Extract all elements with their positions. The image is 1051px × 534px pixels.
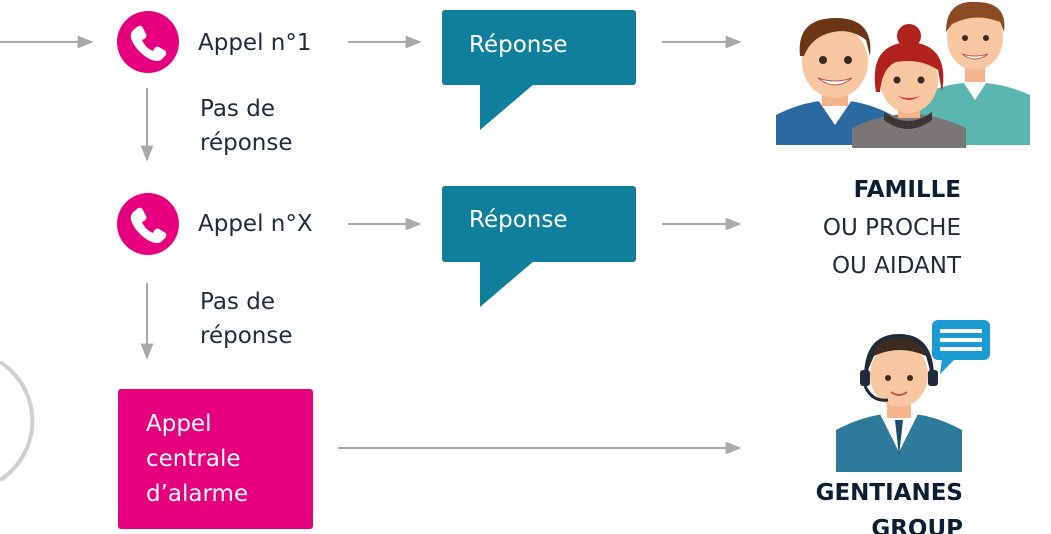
call-x-label: Appel n°X bbox=[198, 211, 313, 237]
phone-icon bbox=[117, 193, 179, 255]
response-bubble-1 bbox=[442, 10, 636, 130]
no-response-x-line2: réponse bbox=[200, 323, 293, 349]
call-1-label: Appel n°1 bbox=[198, 30, 312, 56]
operator-title-line2: GROUP bbox=[871, 516, 963, 534]
phone-icon bbox=[117, 11, 179, 73]
alarm-center-box: Appel centrale d’alarme bbox=[118, 389, 313, 529]
alarm-center-label: Appel centrale d’alarme bbox=[146, 411, 249, 507]
no-response-1-line1: Pas de bbox=[200, 96, 275, 122]
family-line2: OU PROCHE bbox=[822, 215, 961, 241]
operator-title-clip: GROUP bbox=[760, 512, 963, 534]
operator-title-line1: GENTIANES bbox=[815, 480, 963, 506]
response-1-label: Réponse bbox=[469, 32, 568, 58]
family-line3: OU AIDANT bbox=[831, 253, 961, 279]
edge-circle-fragment bbox=[0, 360, 35, 482]
family-title: FAMILLE bbox=[853, 177, 961, 203]
response-x-label: Réponse bbox=[469, 207, 568, 233]
family-group-illustration bbox=[776, 1, 1030, 148]
call-center-operator-illustration bbox=[836, 320, 990, 472]
no-response-1-line2: réponse bbox=[200, 130, 293, 156]
response-bubble-x bbox=[442, 186, 636, 307]
no-response-x-line1: Pas de bbox=[200, 289, 275, 315]
